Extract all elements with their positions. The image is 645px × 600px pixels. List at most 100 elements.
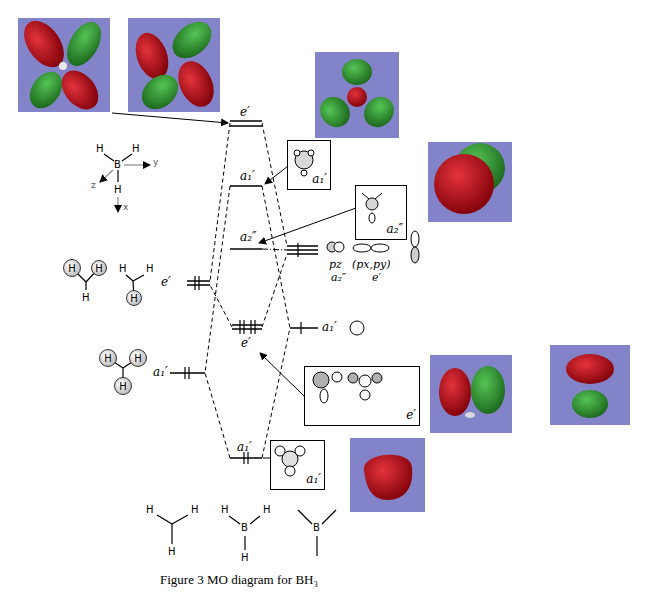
hydrogen-circle: H [99, 349, 117, 367]
electron-ticks-part [194, 276, 195, 290]
inset-sketches-part [294, 150, 300, 156]
boron-orbital-sketches-part [411, 247, 419, 263]
structure-sketches-part [322, 510, 336, 524]
correlation-lines-part [205, 373, 230, 458]
orbital-render-images-part-part [60, 18, 108, 72]
inset-sketches-part [313, 372, 329, 388]
boron-orbital-sketches-part [353, 244, 371, 252]
inset-sketches-part [372, 373, 382, 383]
orbital-render-images-part-part [430, 355, 512, 433]
orbital-render-images-part [430, 355, 512, 433]
orbital-render-images-part-part [465, 412, 475, 418]
energy-levels-part [232, 324, 262, 326]
electron-ticks-part [300, 322, 301, 334]
structure-sketches-part [244, 536, 245, 550]
pointer-arrows [112, 113, 356, 458]
energy-levels [170, 121, 318, 458]
atom-label: H [68, 263, 76, 274]
atom-label: H [130, 293, 138, 304]
inset-sketches-part [275, 446, 285, 456]
hydrogen-circle: H [126, 290, 142, 306]
orbital-render-images-part-part [566, 354, 614, 384]
symmetry-label: e′ [240, 106, 250, 119]
energy-levels-part [230, 185, 262, 187]
energy-levels-part [290, 327, 318, 329]
fragment-bonds-part [133, 275, 144, 281]
electron-ticks-part [297, 243, 298, 257]
energy-levels-part [287, 253, 318, 255]
symmetry-label: e′ [372, 272, 381, 284]
atom-label: H [132, 143, 140, 154]
orbital-render-images-part [350, 438, 425, 512]
orbital-render-images-part-part [342, 59, 372, 85]
orbital-render-images [16, 14, 630, 512]
inset-sketches-part [301, 170, 307, 176]
structure-sketches-part [250, 516, 260, 524]
orbital-render-images-part-part [315, 52, 399, 138]
atom-label: H [114, 184, 122, 195]
inset-sketches-part [308, 150, 314, 156]
symmetry-label: a₁′ [306, 473, 321, 486]
structure-sketches-part [157, 515, 172, 524]
electron-ticks-part [184, 367, 185, 379]
orbital-render-images-part-part [471, 366, 505, 414]
atom-label: H [119, 381, 127, 392]
orbital-render-images-part-part [171, 55, 220, 112]
figure-caption: Figure 3 MO diagram for BH₃ [160, 573, 318, 587]
correlation-lines-part [262, 249, 287, 250]
pointer-arrows-part [263, 458, 270, 459]
boron-orbital-sketches-part [350, 321, 364, 335]
orbital-render-images-part-part [347, 87, 367, 107]
orbital-inset-box: a₁′ [270, 440, 325, 490]
inset-sketches-part [362, 193, 369, 199]
correlation-lines-part [262, 328, 290, 458]
inset-sketches-part [320, 389, 328, 403]
symmetry-label: e′ [406, 409, 416, 422]
inset-sketches-part [285, 466, 295, 476]
molecule-axes [100, 154, 150, 212]
orbital-render-images-part-part [550, 345, 630, 425]
molecule-axes-part [117, 197, 118, 212]
atom-label: H [221, 504, 229, 515]
inset-sketches-part [360, 390, 370, 400]
symmetry-label: a₁′ [240, 170, 255, 183]
orbital-render-images-part [315, 52, 399, 138]
hydrogen-circle: H [114, 377, 132, 395]
orbital-render-images-part [550, 345, 630, 425]
atom-label: B [114, 159, 121, 170]
structure-sketches-part [298, 510, 312, 524]
atom-label: H [146, 504, 154, 515]
molecule-axes-part [122, 154, 132, 161]
symmetry-label: a₂″ [331, 272, 346, 284]
boron-orbital-sketches-part [334, 242, 344, 252]
boron-orbital-sketches-part [411, 231, 419, 247]
boron-orbital-sketches-part [371, 244, 389, 252]
hydrogen-circle: H [91, 260, 107, 276]
correlation-lines-part [210, 285, 232, 327]
electron-ticks-part [254, 320, 255, 334]
energy-levels-part [287, 249, 318, 251]
molecule-axes-part [100, 170, 113, 182]
pointer-arrows-part [112, 113, 228, 123]
boron-orbital-sketches [327, 231, 419, 335]
atom-label: H [119, 263, 127, 274]
hydrogen-circle: H [63, 259, 81, 277]
pointer-arrows-part [265, 166, 288, 184]
atom-label: H [82, 292, 90, 303]
axis-label: x [123, 203, 128, 213]
orbital-render-images-part-part [572, 390, 608, 418]
pointer-arrows-part [259, 208, 356, 243]
fragment-bonds [72, 268, 144, 386]
orbital-render-images-part-part [434, 154, 494, 214]
orbital-inset-box: a₁′ [287, 140, 331, 190]
symmetry-label: a₁′ [322, 321, 337, 334]
electron-ticks-part [188, 367, 189, 379]
atom-label: B [241, 522, 248, 533]
orbital-render-images-part-part [439, 368, 471, 416]
orbital-render-images-part [428, 142, 512, 222]
inset-sketches-part [375, 193, 382, 199]
molecule-axes-part [117, 170, 118, 182]
orbital-render-images-part-part [364, 455, 412, 500]
